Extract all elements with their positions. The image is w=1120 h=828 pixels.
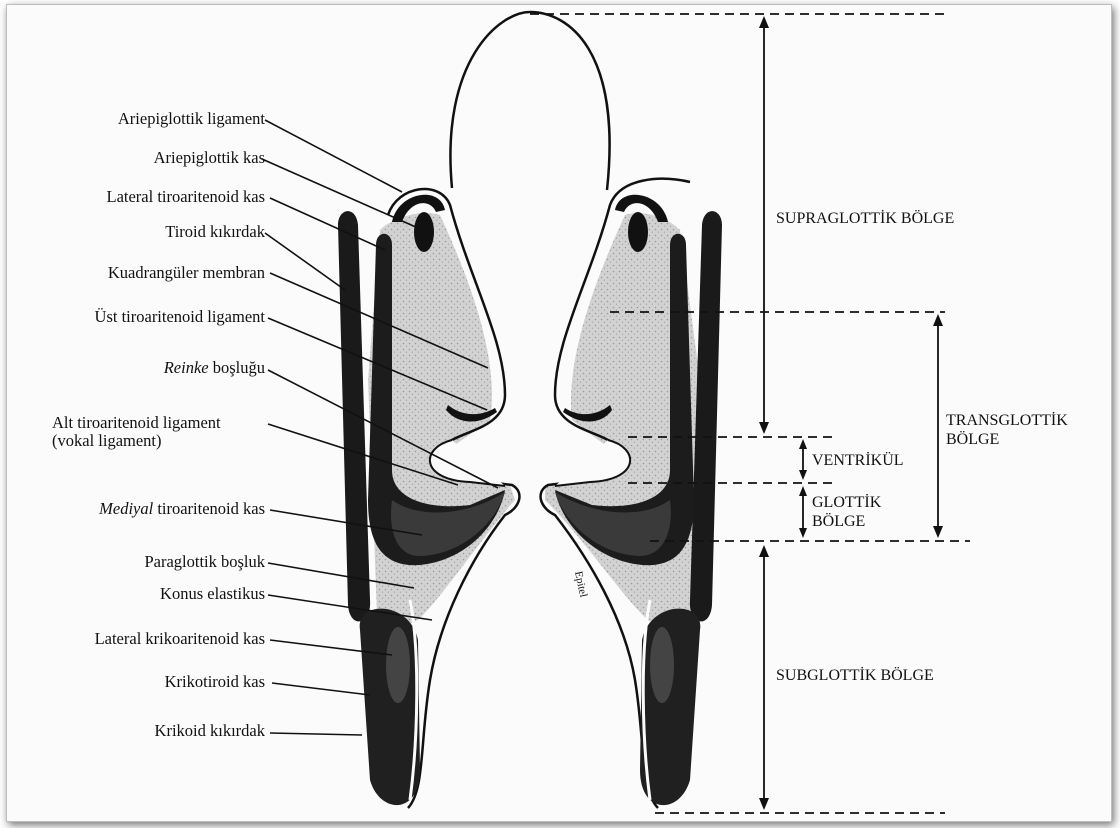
label-reinke-italic: Reinke [164, 358, 209, 377]
zone-label-subglottic: SUBGLOTTİK BÖLGE [776, 666, 934, 685]
arrow-heads [759, 16, 943, 810]
mucosa-label: Epitel [572, 570, 589, 598]
label-paraglottik-bosluk: Paraglottik boşluk [0, 553, 265, 571]
label-reinke-rest: boşluğu [209, 358, 265, 377]
leader-tiroid-kikirdak [265, 233, 345, 290]
label-ust-tiroaritenoid-ligament: Üst tiroaritenoid ligament [0, 308, 265, 326]
left-cricothyroid [386, 627, 410, 703]
zone-label-glottic: GLOTTİK BÖLGE [812, 493, 881, 531]
zone-label-supraglottic: SUPRAGLOTTİK BÖLGE [776, 209, 954, 228]
label-ariepiglottik-kas: Ariepiglottik kas [0, 149, 265, 167]
zone-label-transglottic: TRANSGLOTTİK BÖLGE [946, 411, 1068, 449]
left-aryepiglottic-muscle [414, 212, 434, 252]
label-alt-tiroaritenoid-ligament: Alt tiroaritenoid ligament (vokal ligame… [52, 414, 292, 450]
left-larynx-wall [338, 189, 519, 808]
label-mediyal-rest: tiroaritenoid kas [153, 499, 265, 518]
label-lateral-tiroaritenoid-kas: Lateral tiroaritenoid kas [0, 188, 265, 206]
leader-krikoid-kikirdak [270, 733, 362, 735]
epiglottis-outline [450, 12, 609, 190]
label-konus-elastikus: Konus elastikus [0, 585, 265, 603]
right-larynx-wall [541, 179, 722, 808]
label-krikotiroid-kas: Krikotiroid kas [0, 673, 265, 691]
label-krikoid-kikirdak: Krikoid kıkırdak [0, 722, 265, 740]
right-cricothyroid [650, 627, 674, 703]
label-mediyal-italic: Mediyal [99, 499, 153, 518]
label-tiroid-kikirdak: Tiroid kıkırdak [0, 223, 265, 241]
label-ariepiglottik-ligament: Ariepiglottik ligament [0, 110, 265, 128]
right-aryepiglottic-muscle [628, 212, 648, 252]
leader-ariepiglottik-ligament [265, 120, 402, 192]
left-thyroid-cartilage [338, 211, 370, 621]
zone-label-ventricle: VENTRİKÜL [812, 451, 904, 470]
label-reinke-boslugu: Reinke boşluğu [0, 359, 265, 377]
label-lateral-krikoaritenoid-kas: Lateral krikoaritenoid kas [0, 630, 265, 648]
label-kuadranguler-membran: Kuadrangüler membran [0, 264, 265, 282]
label-mediyal-tiroaritenoid-kas: Mediyal tiroaritenoid kas [0, 500, 265, 518]
leader-krikotiroid-kas [272, 683, 370, 695]
